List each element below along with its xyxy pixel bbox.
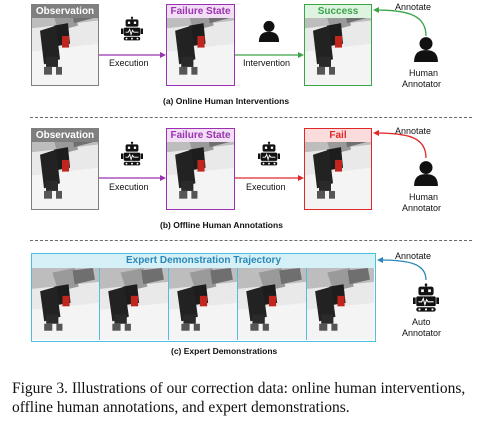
panel-a-caption: (a) Online Human Interventions [163,96,290,106]
annotator-label-line1: Human [409,192,439,202]
annotate-label: Annotate [395,2,432,12]
annotate-arrow [378,259,427,281]
annotator-label-line2: Annotator [402,79,442,89]
person-icon [413,160,439,186]
execution-label: Execution [109,58,149,68]
panel-c-caption: (c) Expert Demonstrations [171,346,278,356]
expert-trajectory-label: Expert Demonstration Trajectory [32,254,375,268]
robot-icon [121,16,143,41]
panel-b-arrows [99,130,427,181]
arrowhead [160,175,166,181]
annotator-label-line1: Human [409,68,439,78]
observation-label: Observation [32,5,98,18]
person-icon [413,36,439,62]
person-icon [258,20,280,42]
annotate-arrow [374,132,427,159]
arrowhead [377,257,383,263]
failure-state-label: Failure State [167,5,234,18]
observation-label: Observation [32,129,98,142]
figure-caption: Figure 3. Illustrations of our correctio… [12,380,466,416]
robot-icon [258,141,280,166]
panel-c-arrows [377,257,427,281]
arrowhead [298,175,304,181]
annotate-arrow [374,9,427,37]
fail-frame-b: Fail [304,128,372,210]
failure-state-frame-b: Failure State [166,128,235,210]
arrowhead [373,7,379,13]
arrowhead [160,52,166,58]
panel-b-caption: (b) Offline Human Annotations [160,220,283,230]
trajectory-frame-2 [100,268,169,340]
expert-trajectory-frame: Expert Demonstration Trajectory [31,253,376,342]
arrowhead [298,52,304,58]
observation-frame-b: Observation [31,128,99,210]
observation-frame-a: Observation [31,4,99,86]
success-frame-a: Success [304,4,372,86]
arrowhead [373,130,379,136]
annotator-label-line2: Annotator [402,328,442,338]
failure-state-frame-a: Failure State [166,4,235,86]
intervention-label: Intervention [243,58,291,68]
annotator-label-line2: Annotator [402,203,442,213]
annotate-label: Annotate [395,251,432,261]
trajectory-frame-1 [32,268,100,340]
trajectory-frame-3 [169,268,238,340]
divider-dashed [30,117,472,118]
execution-label: Execution [109,182,149,192]
fail-label: Fail [305,129,371,142]
trajectory-frame-4 [238,268,307,340]
panel-a-arrows [99,7,427,58]
robot-icon [413,283,439,312]
annotator-label-line1: Auto [412,317,431,327]
divider-dashed [30,240,472,241]
failure-state-label: Failure State [167,129,234,142]
success-label: Success [305,5,371,18]
annotate-label: Annotate [395,126,432,136]
robot-icon [121,141,143,166]
execution-label: Execution [246,182,286,192]
